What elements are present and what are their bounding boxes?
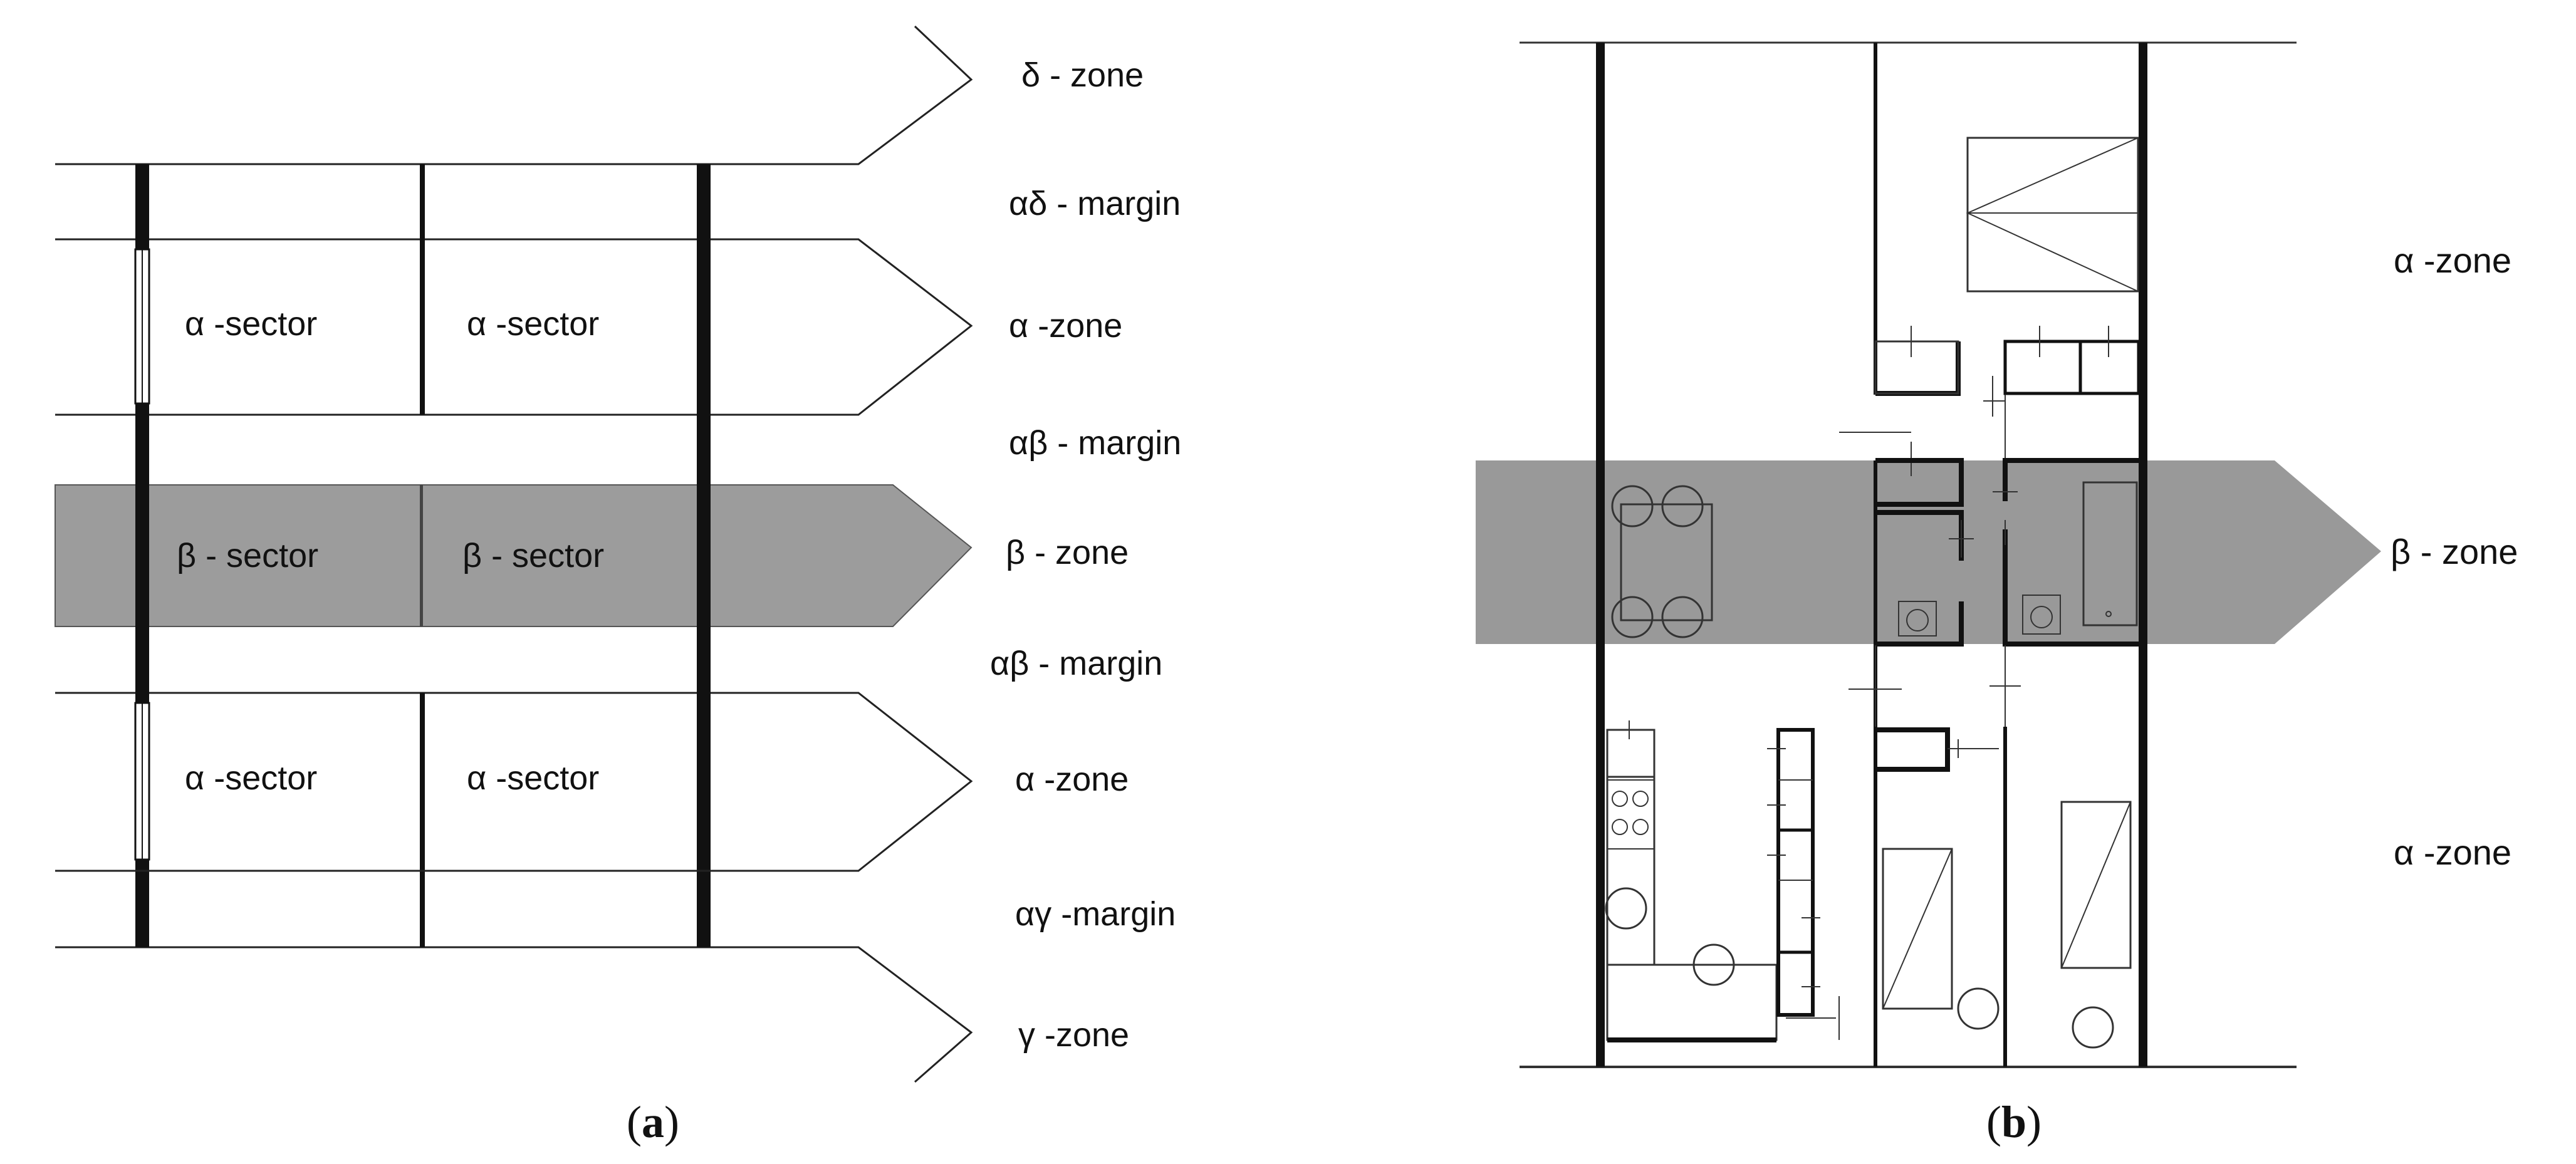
panel-a-caption: (a) [627, 1097, 679, 1147]
lower-mid-cupboard [1875, 727, 1950, 772]
bed-lower-2-diag [2061, 801, 2131, 969]
alpha-sector-label-2: α -sector [467, 305, 599, 343]
bed-lower-1-diag [1882, 848, 1953, 1009]
kitchen-bar [1606, 964, 1778, 1041]
alpha-beta-margin-label-bottom: αβ - margin [990, 645, 1162, 682]
chair-3 [1611, 596, 1654, 638]
toilet-1 [1898, 601, 1937, 637]
alpha-beta-margin-label-top: αβ - margin [1009, 424, 1181, 462]
alpha-sector-label-1: α -sector [185, 305, 317, 343]
kitchen-sink [1606, 729, 1656, 778]
toilet-2 [2022, 595, 2061, 635]
kitchen-stool-1 [1605, 887, 1647, 930]
stool-lower-2 [2072, 1006, 2114, 1049]
burner-4 [1632, 819, 1649, 835]
wall-middle-lower [420, 693, 425, 947]
alpha-zone-arrow-top [55, 238, 973, 416]
dining-table [1620, 503, 1713, 621]
wardrobe-upper-right [2078, 340, 2141, 395]
wardrobe-upper-mid [2003, 340, 2082, 395]
chair-2 [1661, 485, 1704, 527]
kitchen-counter [1606, 776, 1656, 966]
alpha-zone-label-bottom: α -zone [1015, 761, 1129, 798]
panel-b-alpha-zone-label-top: α -zone [2394, 241, 2511, 280]
alpha-sector-label-3: α -sector [185, 759, 317, 797]
panel-b-beta-zone-label: β - zone [2391, 532, 2518, 571]
wall-b-upper-left-room [1875, 341, 1961, 396]
chair-4 [1661, 596, 1704, 638]
panel-a: α -sector α -sector β - sector β - secto… [55, 25, 1181, 1147]
gamma-zone-arrow [55, 946, 973, 1083]
beta-sector-label-1: β - sector [177, 537, 318, 574]
chair-1 [1611, 485, 1654, 527]
toilet-2-bowl [2030, 606, 2053, 628]
panel-b: α -zone β - zone α -zone (b) [1476, 41, 2518, 1147]
beta-zone-label: β - zone [1006, 534, 1129, 571]
burner-3 [1612, 819, 1628, 835]
bed-lower-2 [2060, 801, 2132, 969]
panel-b-alpha-zone-label-bottom: α -zone [2394, 833, 2511, 872]
delta-zone-label: δ - zone [1021, 56, 1144, 94]
bathtub [2082, 481, 2138, 626]
bathroom-2-walls [2003, 458, 2139, 501]
panel-b-caption: (b) [1986, 1097, 2042, 1147]
alpha-sector-label-4: α -sector [467, 759, 599, 797]
bathroom-2-lower-walls [2003, 529, 2139, 647]
burner-2 [1632, 791, 1649, 807]
wall-middle-beta [420, 485, 423, 626]
bed-upper [1966, 137, 2139, 293]
kitchen-stool-2 [1692, 943, 1735, 986]
alpha-zone-label-top: α -zone [1009, 307, 1122, 345]
wall-b-left [1596, 43, 1605, 1067]
wall-middle-upper [420, 164, 425, 415]
bed-lower-1 [1882, 848, 1953, 1010]
stove [1607, 779, 1655, 850]
bathroom-1-walls [1875, 458, 1964, 507]
beta-zone-band [55, 484, 973, 627]
bathroom-1-lower-walls-2 [1875, 601, 1964, 647]
wall-b-right [2139, 43, 2147, 1067]
toilet-1-bowl [1906, 609, 1929, 631]
alpha-gamma-margin-label: αγ -margin [1015, 895, 1176, 933]
wall-right [697, 164, 711, 947]
wardrobe-upper-left [1874, 340, 1959, 395]
burner-1 [1612, 791, 1628, 807]
delta-zone-arrow [55, 25, 973, 165]
bathtub-drain [2105, 611, 2112, 617]
bed-upper-diagonals [1966, 137, 2139, 292]
stool-lower-1 [1957, 987, 2000, 1030]
alpha-delta-margin-label: αδ - margin [1009, 185, 1181, 222]
storage-column [1776, 728, 1815, 1017]
gamma-zone-label: γ -zone [1018, 1016, 1129, 1054]
beta-sector-label-2: β - sector [462, 537, 604, 574]
